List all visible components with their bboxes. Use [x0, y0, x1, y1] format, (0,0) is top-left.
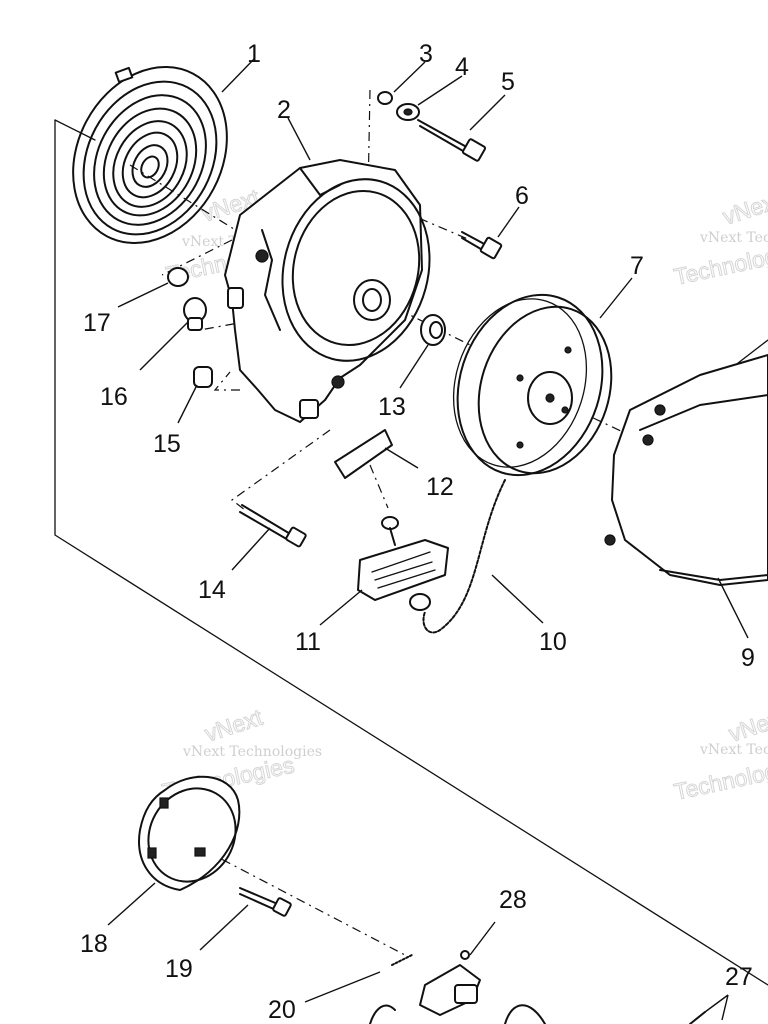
part-labels: 1 2 3 4 5 6 7 9 10 11 12 13 14 15 16 17 … [80, 40, 755, 1024]
part-label-27: 27 [725, 963, 753, 991]
part-label-28: 28 [499, 886, 527, 914]
watermark-technologies: Technologies [672, 752, 768, 805]
part-label-9: 9 [741, 644, 755, 672]
axis-line [230, 429, 331, 511]
small-parts-15-16-17 [167, 267, 213, 388]
part-label-6: 6 [515, 182, 529, 210]
bolt-14 [239, 504, 307, 548]
watermark-vnext: vNext [720, 187, 768, 230]
watermark-text: vNext Technologies [699, 230, 768, 246]
part-label-15: 15 [153, 430, 181, 458]
nut-washer-bolt [377, 91, 487, 162]
recoil-spring [72, 66, 228, 244]
boundary-line [54, 119, 768, 986]
watermark-text: vNext Technologies [699, 742, 768, 758]
rope-handle-assembly [334, 429, 506, 634]
part-label-18: 18 [80, 930, 108, 958]
part-label-19: 19 [165, 955, 193, 983]
part-label-1: 1 [247, 40, 261, 68]
part-label-20: 20 [268, 996, 296, 1024]
part-label-5: 5 [501, 68, 515, 96]
axis-line [399, 209, 471, 241]
axis-line [213, 371, 240, 391]
seal-13 [420, 314, 446, 346]
ratchet-cup [138, 775, 241, 891]
boundary-line-top [54, 119, 96, 141]
watermark-vnext: vNext [726, 704, 768, 747]
starter-housing [224, 159, 431, 423]
part-label-4: 4 [455, 53, 469, 81]
watermark-text: vNext Technologies [182, 744, 322, 760]
rope-pulley [452, 293, 613, 477]
part-label-14: 14 [198, 576, 226, 604]
starter-cover [604, 354, 768, 586]
leader-lines [107, 57, 749, 1021]
axis-line [199, 319, 256, 331]
axis-line [369, 464, 389, 509]
part-label-17: 17 [83, 309, 111, 337]
part-label-10: 10 [539, 628, 567, 656]
bolt-19 [239, 887, 292, 917]
part-label-7: 7 [630, 252, 644, 280]
part-label-16: 16 [100, 383, 128, 411]
lower-assembly [369, 950, 706, 1024]
watermark-vnext: vNext [202, 704, 267, 747]
part-label-3: 3 [419, 40, 433, 68]
part-label-11: 11 [295, 628, 321, 656]
axis-line [129, 164, 269, 251]
bolt-6 [461, 231, 503, 260]
part-label-12: 12 [426, 473, 454, 501]
part-label-2: 2 [277, 96, 291, 124]
part-label-13: 13 [378, 393, 406, 421]
